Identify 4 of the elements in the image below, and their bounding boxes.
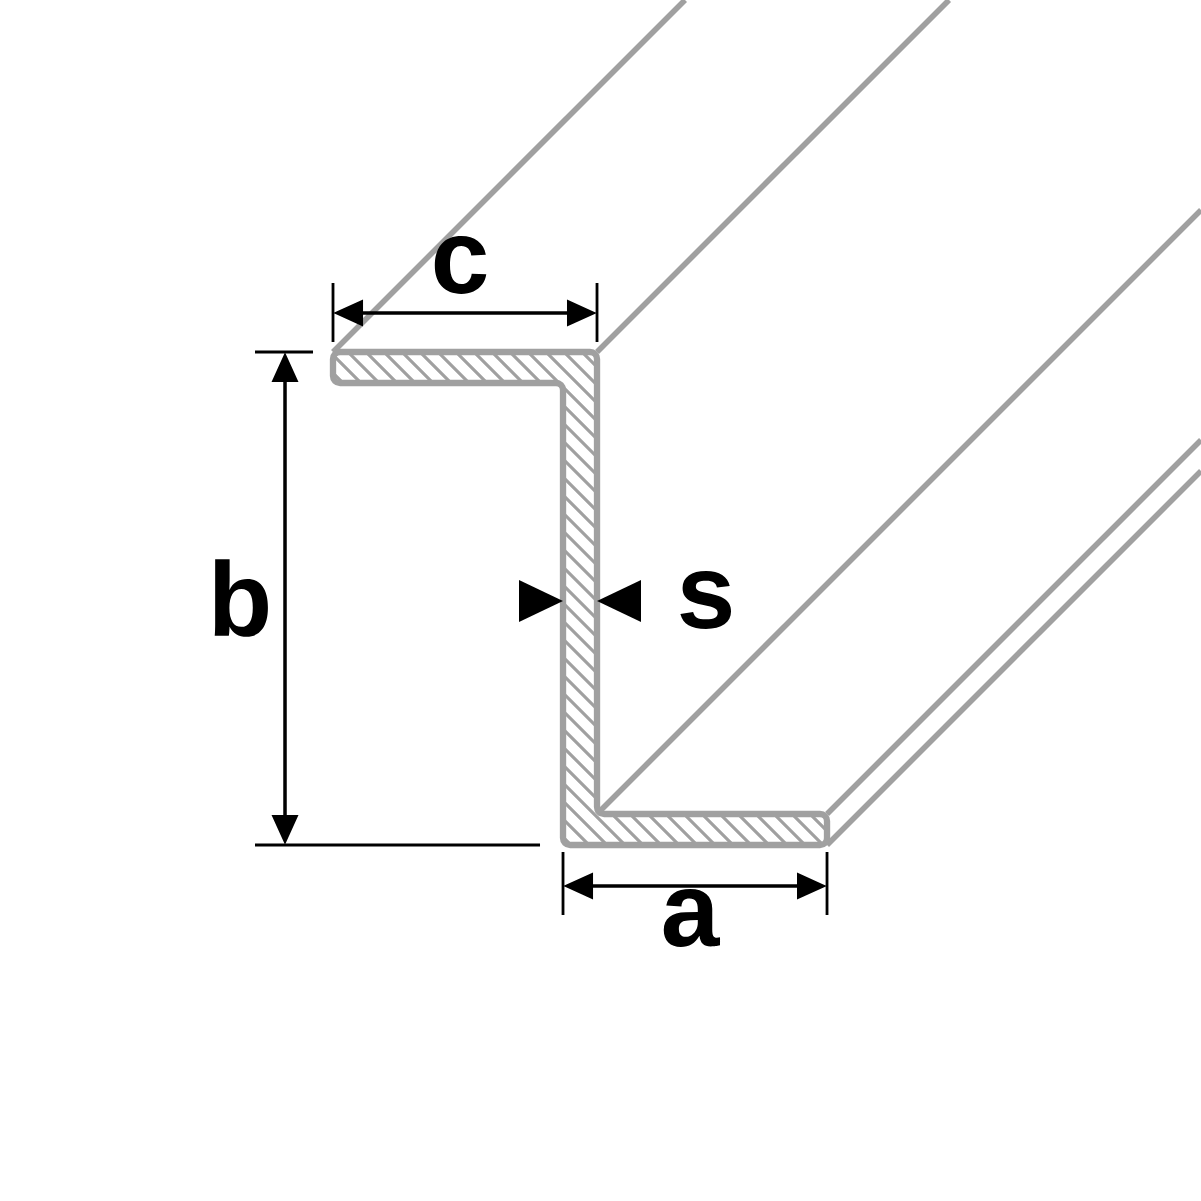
dimension-label: b (214, 559, 268, 637)
dimension-label: a (663, 889, 721, 947)
dimension-label: s (680, 571, 731, 629)
dimension-label: c (434, 236, 487, 294)
